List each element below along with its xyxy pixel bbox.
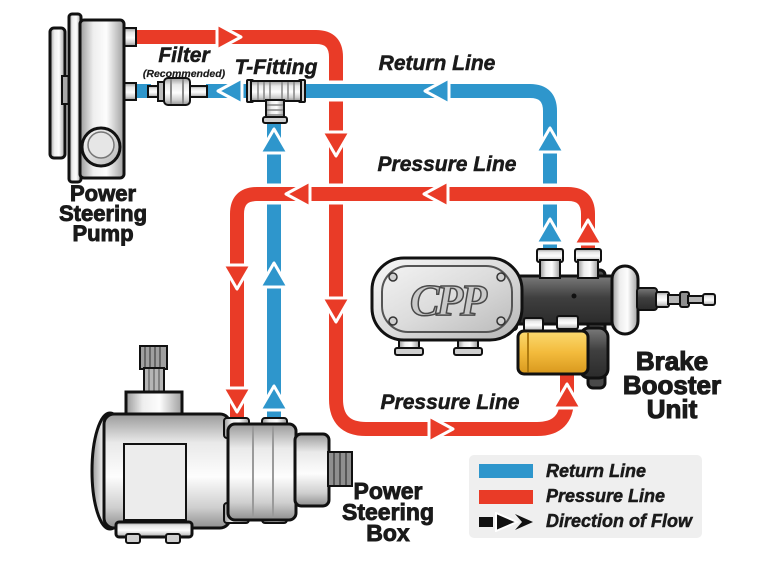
booster-yellow-cylinder (516, 329, 590, 376)
pipe-pump-pressure-line (133, 30, 574, 436)
flow-arrow (534, 217, 566, 245)
brake-booster-unit: CPP (370, 248, 716, 390)
filter-label-note: (Recommended) (142, 68, 226, 80)
flow-arrow (422, 179, 450, 209)
return-line-label: Return Line (378, 52, 496, 76)
flow-arrow (423, 76, 451, 106)
brake-booster-label-line: Booster (622, 369, 722, 400)
brake-booster-label-line: Brake (635, 346, 709, 376)
flow-arrow (216, 76, 244, 106)
legend-row-flow: Direction of Flow (479, 511, 702, 533)
pump-label-line: Steering (58, 201, 148, 227)
flow-arrow (258, 127, 290, 155)
steering-box-label-line: Power (353, 478, 423, 504)
brake-booster-label: Brake Booster Unit (622, 346, 722, 424)
legend-label: Return Line (546, 460, 647, 482)
t-fitting (246, 79, 306, 124)
flow-arrow (534, 126, 566, 154)
flow-arrow (427, 414, 455, 444)
legend-row-pressure: Pressure Line (479, 486, 702, 508)
steering-box-label-line: Box (366, 520, 410, 547)
filter-label-title: Filter (158, 44, 210, 68)
inline-filter (147, 77, 208, 106)
power-steering-pump (48, 12, 137, 184)
t-fitting-label: T-Fitting (234, 56, 318, 80)
flow-arrow (258, 261, 290, 289)
pipe-booster-pressure-line (230, 187, 595, 424)
pressure-line-lower-label: Pressure Line (380, 391, 520, 415)
legend-row-return: Return Line (479, 460, 702, 482)
flow-arrow (572, 218, 604, 246)
flow-arrows (215, 22, 604, 444)
pressure-line-upper-label: Pressure Line (377, 153, 517, 177)
pump-label-line: Pump (72, 221, 134, 247)
flow-arrow (221, 263, 253, 291)
brake-booster-label-line: Unit (646, 393, 698, 424)
flow-arrow (221, 386, 253, 414)
pipe-booster-return-line (305, 84, 557, 262)
steering-box-label: Power Steering Box (341, 478, 435, 547)
flow-arrow (284, 179, 312, 209)
flow-arrow (320, 130, 352, 158)
return-line-swatch (479, 464, 533, 479)
steering-box-label-line: Steering (341, 499, 435, 526)
legend-label: Pressure Line (546, 486, 666, 507)
power-steering-box (90, 345, 353, 544)
legend: Return Line Pressure Line Direction of F… (469, 455, 702, 538)
direction-of-flow-icon (479, 511, 533, 532)
flow-arrow (215, 22, 243, 52)
pump-label: Power Steering Pump (58, 181, 148, 247)
flow-arrow (258, 384, 290, 412)
pump-label-line: Power (69, 181, 137, 206)
cpp-logo: CPP (410, 276, 488, 325)
pressure-line-swatch (479, 489, 533, 504)
flow-arrow (320, 296, 352, 324)
flow-arrow (551, 382, 583, 410)
filter-label: Filter (Recommended) (143, 44, 225, 80)
legend-label: Direction of Flow (546, 511, 693, 532)
